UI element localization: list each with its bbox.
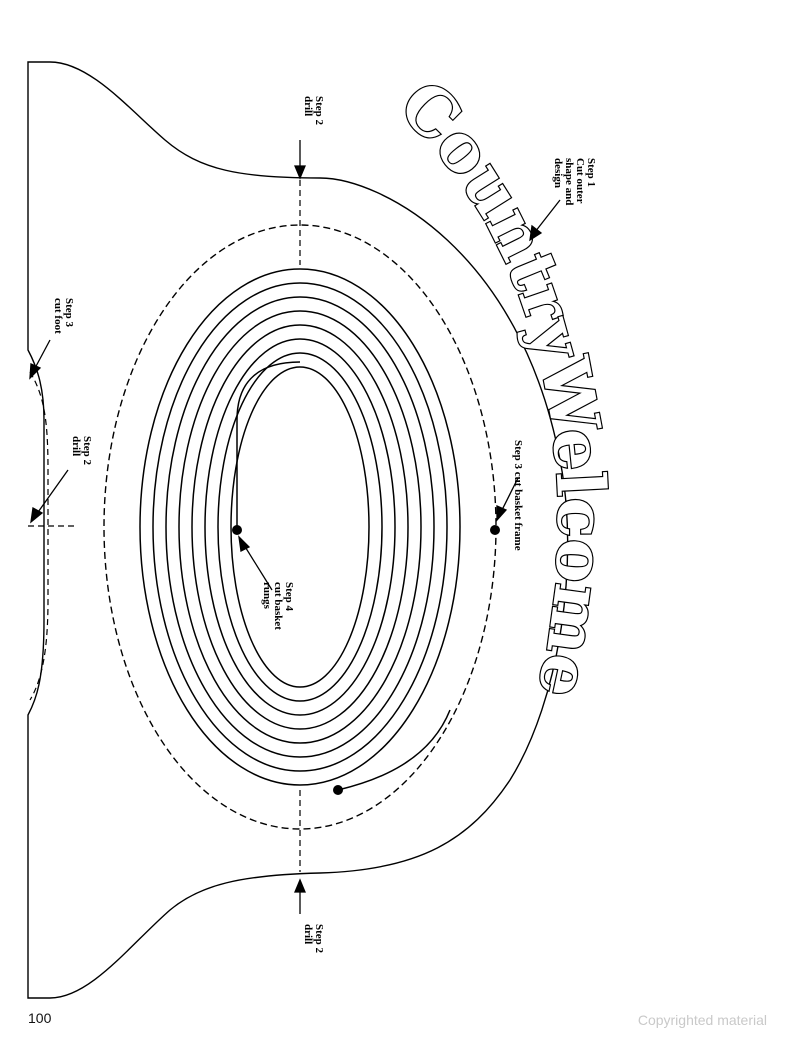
svg-text:drill: drill [70,436,82,456]
svg-text:drill: drill [302,924,314,944]
svg-text:drill: drill [302,96,314,116]
svg-text:Step 2: Step 2 [81,436,93,466]
svg-text:Step 4: Step 4 [283,582,295,612]
svg-text:cut basket: cut basket [272,582,284,630]
label-step2-left: Step 2 drill [70,436,93,466]
label-step3-frame: Step 3 cut basket frame [512,440,524,551]
svg-text:shape and: shape and [563,158,575,205]
label-step3-foot: Step 3 cut foot [52,298,75,334]
rung-start-dot [232,525,242,535]
svg-text:Step 3: Step 3 [63,298,75,328]
svg-text:Step 2: Step 2 [313,924,325,954]
foot-cut-line [29,371,49,701]
svg-text:Step 3 cut basket frame: Step 3 cut basket frame [512,440,524,551]
label-step4: Step 4 cut basket rungs [261,582,295,630]
frame-start-dot [490,525,500,535]
svg-text:Cut outer: Cut outer [574,158,586,204]
label-step1: Step 1 Cut outer shape and design [552,158,597,205]
label-step2-bottom: Step 2 drill [302,924,325,954]
svg-text:design: design [552,158,564,188]
rung-end-dot [333,785,343,795]
page-number: 100 [28,1010,52,1026]
svg-text:rungs: rungs [261,582,273,610]
copyright-notice: Copyrighted material [637,1012,767,1028]
outer-cut-line [27,61,569,999]
svg-text:Step 1: Step 1 [585,158,597,187]
svg-text:cut foot: cut foot [52,298,64,334]
basket-frame-line [103,224,497,830]
basket-rungs [139,268,461,791]
callout-arrows [29,140,561,914]
label-step2-top: Step 2 drill [302,96,325,126]
svg-text:Step 2: Step 2 [313,96,325,126]
